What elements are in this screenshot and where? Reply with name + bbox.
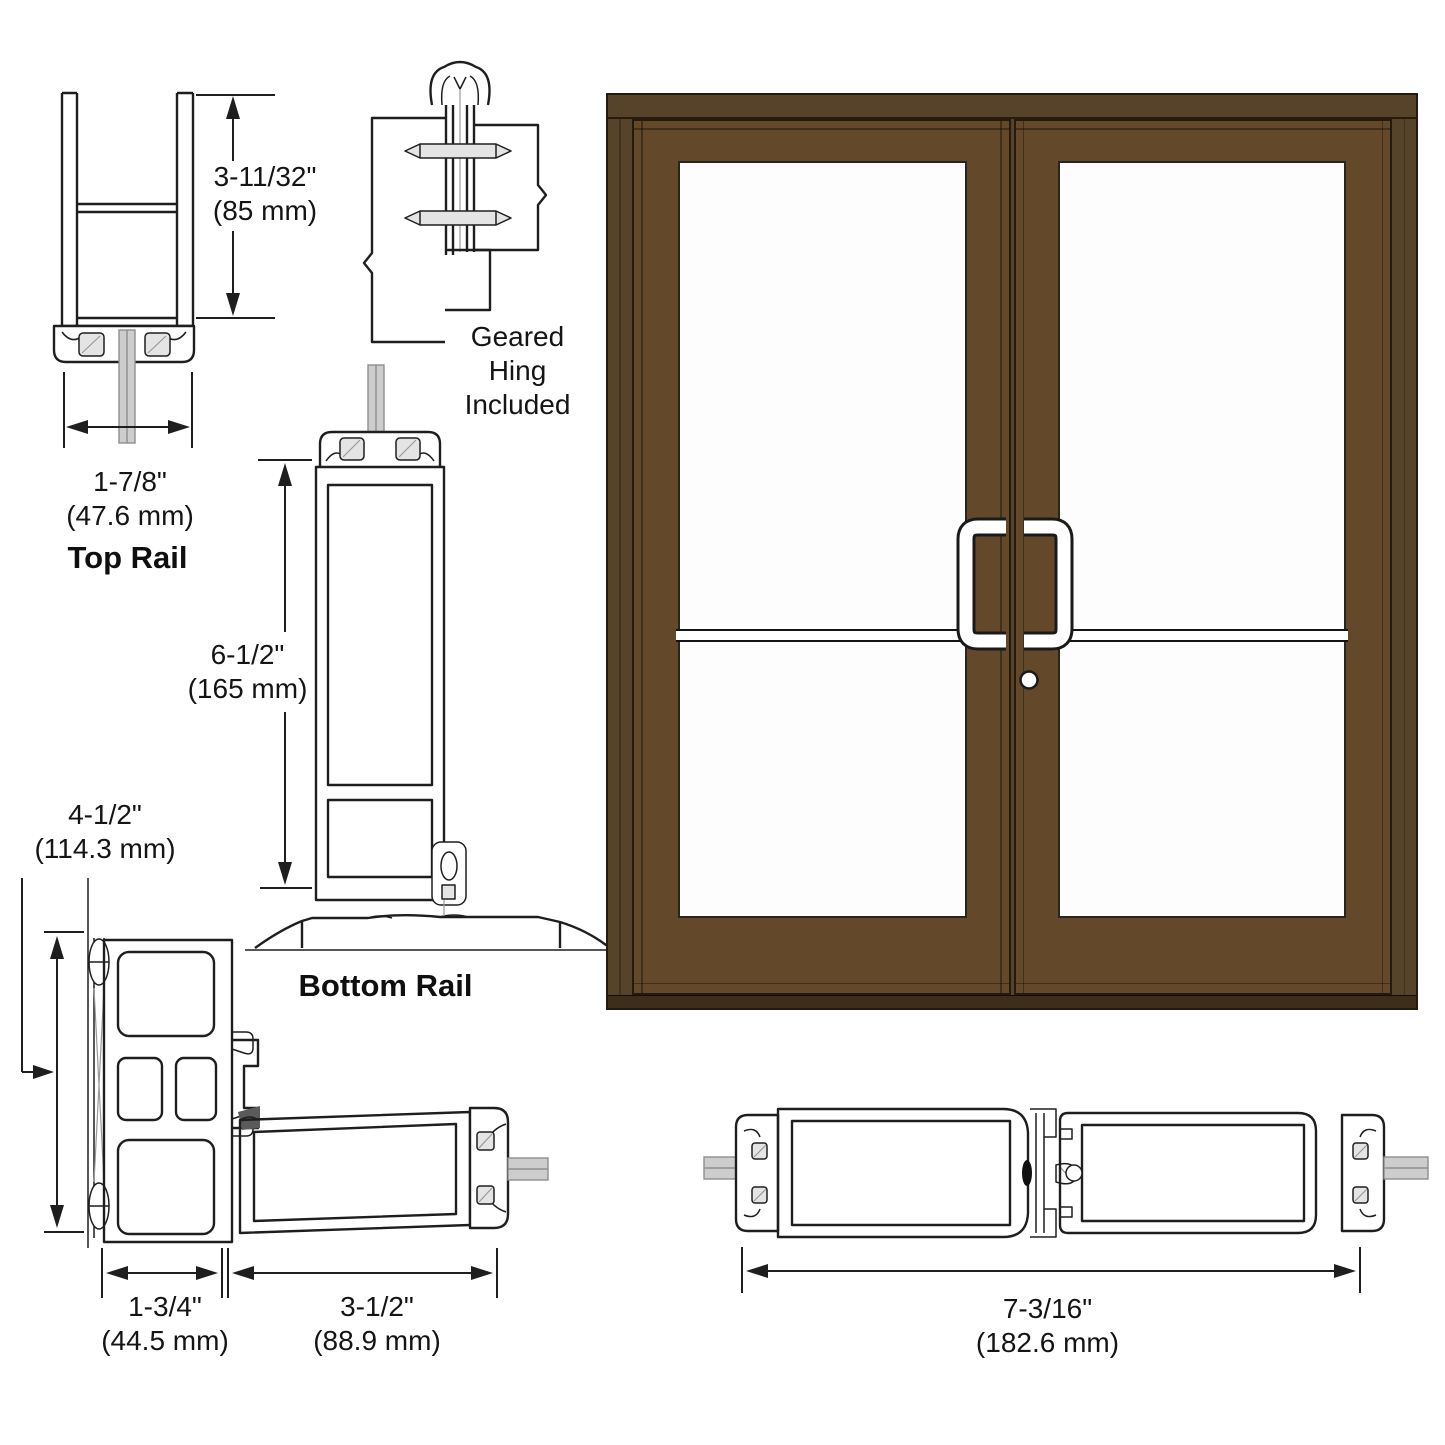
- bottom-rail-title: Bottom Rail: [298, 968, 473, 1003]
- top-rail-profile: [60, 91, 195, 328]
- stile-face-line: [1022, 121, 1024, 993]
- glass-clamp: [1340, 1113, 1386, 1233]
- width-dimension: [741, 1247, 1361, 1293]
- stile-face-line: [1000, 121, 1002, 993]
- stile-face-line: [641, 121, 643, 993]
- right-door-leaf: [1013, 119, 1392, 995]
- left-door-midrail: [676, 629, 969, 642]
- door-leaves: [632, 119, 1392, 995]
- hinge-cap: [429, 60, 491, 106]
- lock-cylinder: [1019, 670, 1039, 690]
- right-meeting-stile: [1058, 1111, 1318, 1235]
- astragal-bumper: [1022, 1160, 1032, 1186]
- stile-width-dim-label: 3-1/2" (88.9 mm): [313, 1291, 441, 1357]
- astragal: [1030, 1108, 1057, 1238]
- right-door-midrail: [1055, 629, 1348, 642]
- meeting-stiles-section-drawing: [703, 1107, 1429, 1293]
- door-hardware: [956, 517, 1074, 690]
- jamb-tube: [102, 938, 234, 1244]
- width-dimensions: [101, 1248, 498, 1298]
- jamb-section-drawing: [21, 878, 549, 1298]
- hinge-fastener: [404, 210, 512, 226]
- height-dimension: [258, 459, 312, 889]
- latch-detail: [431, 841, 467, 906]
- top-rail-title: Top Rail: [67, 540, 188, 575]
- jamb-width-dim-label: 1-3/4" (44.5 mm): [101, 1291, 229, 1357]
- meeting-stiles-width-dim-label: 7-3/16" (182.6 mm): [975, 1293, 1120, 1359]
- door-elevation: [606, 93, 1418, 1010]
- top-rail-height-dim-label: 3-11/32" (85 mm): [212, 161, 318, 227]
- right-door-glass: [1057, 161, 1346, 918]
- top-rail-section-drawing: [52, 91, 275, 448]
- cylinder-detail: [1065, 1164, 1083, 1182]
- left-meeting-stile: [776, 1107, 1030, 1239]
- rail-face-line: [1015, 982, 1390, 984]
- width-dimension: [63, 372, 193, 448]
- frame-jamb-face-line: [1403, 119, 1405, 995]
- hinge-left-plate: [362, 116, 492, 344]
- glazing-stop: [231, 1031, 254, 1055]
- height-dimension: [196, 94, 275, 319]
- hinge-body: [444, 105, 476, 255]
- frame-header-line: [608, 117, 1416, 119]
- jamb-depth-dim-label: 4-1/2" (114.3 mm): [34, 799, 176, 865]
- depth-dimension: [44, 931, 84, 1233]
- hinge-right-plate: [474, 123, 548, 252]
- geared-hinge-drawing: [362, 60, 548, 344]
- left-door-leaf: [632, 119, 1011, 995]
- rail-face-line: [634, 128, 1009, 130]
- glass-clamp: [734, 1113, 780, 1233]
- bottom-rail-height-dim-label: 6-1/2" (165 mm): [187, 639, 308, 705]
- bottom-rail-section-drawing: [245, 364, 615, 951]
- rail-face-line: [634, 982, 1009, 984]
- frame-jamb-face-line: [619, 119, 621, 995]
- hinge-gap: [238, 1106, 260, 1130]
- hinge-fastener: [404, 143, 512, 159]
- door-threshold: [608, 995, 1416, 1008]
- top-rail-width-dim-label: 1-7/8" (47.6 mm): [66, 466, 194, 532]
- leader-line: [21, 878, 40, 1073]
- threshold: [254, 914, 614, 950]
- rail-face-line: [1015, 128, 1390, 130]
- geared-hinge-label: Geared Hing Included: [464, 321, 571, 421]
- bottom-rail-glazing-pocket: [318, 430, 442, 467]
- stile-face-line: [1381, 121, 1383, 993]
